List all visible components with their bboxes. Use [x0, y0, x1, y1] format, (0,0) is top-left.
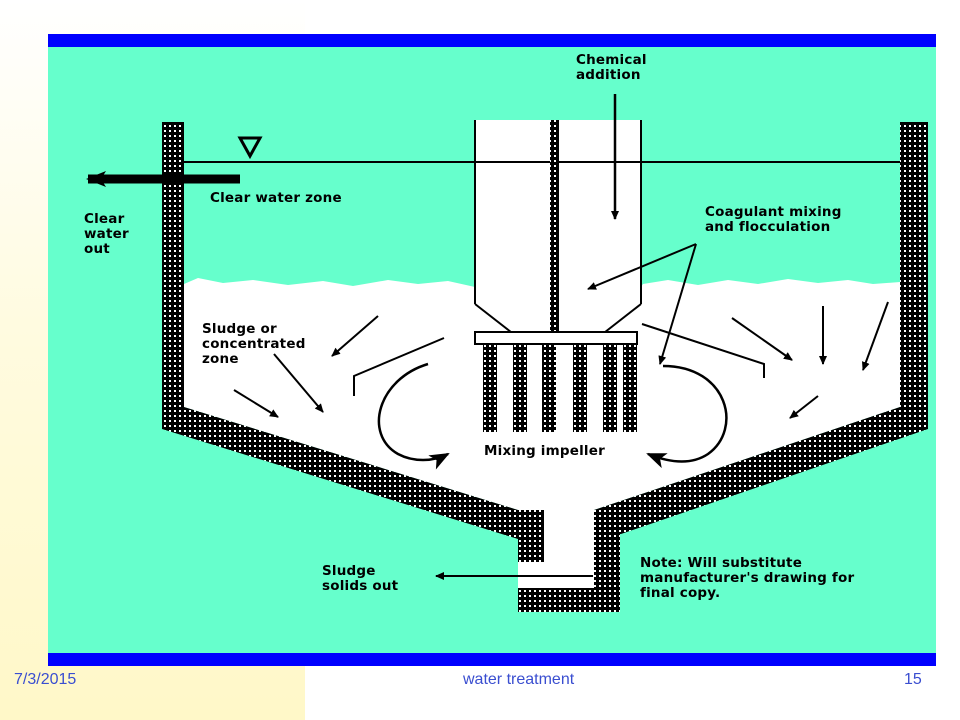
right-outlet-block	[594, 510, 620, 590]
chemical-addition-label: Chemical addition	[576, 52, 647, 83]
impeller-blade	[513, 344, 527, 432]
right-wall	[900, 122, 928, 409]
top-border-band	[48, 34, 936, 47]
cone-left	[474, 303, 517, 337]
impeller-blade	[623, 344, 637, 432]
impeller-shaft	[550, 120, 559, 332]
clarifier-diagram	[48, 34, 936, 666]
sludge-zone-label: Sludge or concentrated zone	[202, 321, 306, 367]
water-level-marker	[237, 136, 263, 160]
coagulant-mixing-label: Coagulant mixing and flocculation	[705, 204, 842, 235]
impeller-blade	[573, 344, 587, 432]
left-outlet-block	[518, 510, 544, 562]
right-baffle	[641, 323, 765, 378]
cone-right	[599, 303, 642, 337]
impeller-plate	[474, 331, 638, 345]
bottom-outlet-block	[518, 588, 620, 612]
settling-arrow	[273, 353, 324, 413]
coagulant-pointer	[587, 243, 697, 290]
settling-arrow	[862, 301, 889, 371]
sludge-solids-out-label: Sludge solids out	[322, 563, 399, 594]
settling-arrow	[731, 317, 793, 361]
settling-arrow	[233, 389, 279, 418]
mixing-impeller-label: Mixing impeller	[484, 443, 605, 459]
right-hopper-wall	[594, 407, 928, 534]
footer-title: water treatment	[463, 671, 575, 688]
left-circulation-arrow	[377, 362, 450, 470]
footer-page-number: 15	[904, 671, 922, 688]
impeller-blade	[603, 344, 617, 432]
footer-date: 7/3/2015	[14, 671, 77, 688]
impeller-blade	[483, 344, 497, 432]
clear-water-zone-label: Clear water zone	[210, 190, 342, 206]
tank-interior	[184, 278, 900, 588]
bottom-border-band	[48, 653, 936, 666]
left-baffle	[353, 337, 445, 396]
coagulant-pointer	[658, 243, 697, 365]
diagram-frame: Chemical addition Clear water zone Clear…	[48, 34, 936, 666]
left-hopper-wall	[162, 407, 518, 539]
note-label: Note: Will substitute manufacturer's dra…	[640, 555, 855, 601]
impeller-blade	[542, 344, 556, 432]
settling-arrow	[331, 315, 379, 357]
settling-arrow	[789, 395, 819, 419]
right-circulation-arrow	[646, 364, 728, 469]
left-wall	[162, 122, 184, 409]
clear-water-out-label: Clear water out	[84, 211, 129, 257]
